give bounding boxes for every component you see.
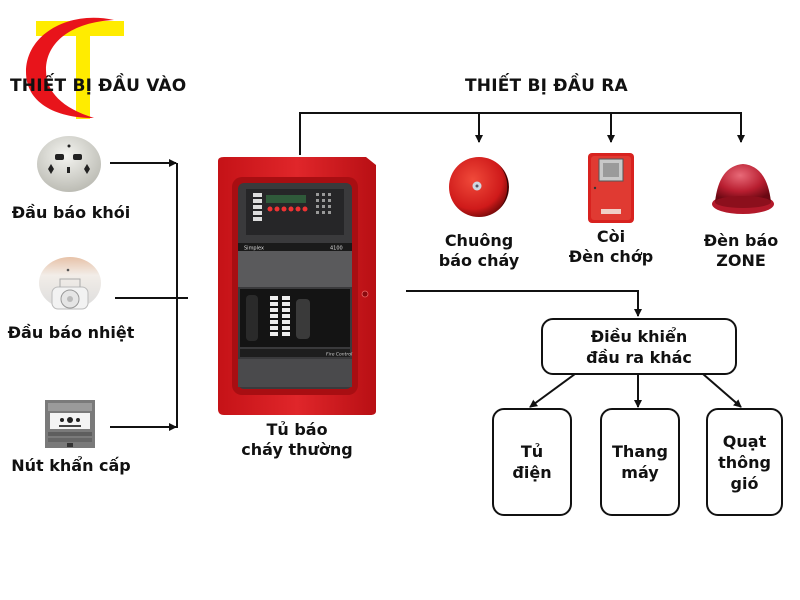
output-devices-heading: THIẾT BỊ ĐẦU RA [465,76,628,96]
logo-c-crescent [26,17,114,119]
fan-line3: gió [730,473,759,493]
other-output-control-box: Điều khiển đầu ra khác [541,318,737,375]
input-devices-heading: THIẾT BỊ ĐẦU VÀO [10,76,187,96]
panel-label-line2: cháy thường [241,440,353,459]
horn-strobe-label-line1: Còi [596,227,626,246]
panel-caption: Fire Control [326,352,353,358]
horn-strobe-icon [588,153,634,223]
heat-detector-label: Đầu báo nhiệt [7,323,135,342]
logo-t-stem [76,21,90,119]
control-line2: đầu ra khác [586,347,692,367]
panel-label-line1: Tủ báo [266,420,328,439]
fire-bell-label-line1: Chuông [444,231,514,250]
elevator-line2: máy [621,463,659,482]
switchboard-box: Tủ điện [492,408,572,516]
control-to-fan-wire [702,373,742,408]
control-line1: Điều khiển [590,326,688,346]
company-logo [14,14,130,119]
control-wire [406,290,642,317]
panel-model: 4100 [330,246,343,252]
output-bus-line [299,112,742,155]
elevator-box: Thang máy [600,408,680,516]
zone-lamp-label: Đèn báo ZONE [686,231,796,271]
elevator-line1: Thang [612,442,668,461]
zone-lamp-icon [711,160,775,216]
smoke-detector-icon [36,132,102,194]
horn-strobe-label-line2: Đèn chớp [568,247,654,266]
panel-label: Tủ báo cháy thường [222,420,372,460]
control-to-switchboard-wire [529,373,576,408]
fire-bell-label: Chuông báo cháy [424,231,534,271]
fan-line1: Quạt [722,431,767,451]
ventilation-fan-box: Quạt thông gió [706,408,783,516]
fire-bell-icon [447,155,511,219]
panel-brand: Simplex [244,246,264,252]
manual-call-point-icon [45,400,95,448]
fan-line2: thông [718,452,771,472]
fire-bell-label-line2: báo cháy [438,251,520,270]
horn-strobe-label: Còi Đèn chớp [556,227,666,267]
switchboard-line2: điện [512,463,552,482]
fire-alarm-panel: Simplex 4100 Fire Control [216,155,378,417]
zone-lamp-label-line2: ZONE [716,251,766,270]
smoke-detector-label: Đầu báo khói [11,203,131,222]
call-point-label: Nút khẩn cấp [11,456,131,475]
zone-lamp-label-line1: Đèn báo [703,231,779,250]
heat-detector-icon [38,253,102,319]
switchboard-line1: Tủ [520,442,544,461]
